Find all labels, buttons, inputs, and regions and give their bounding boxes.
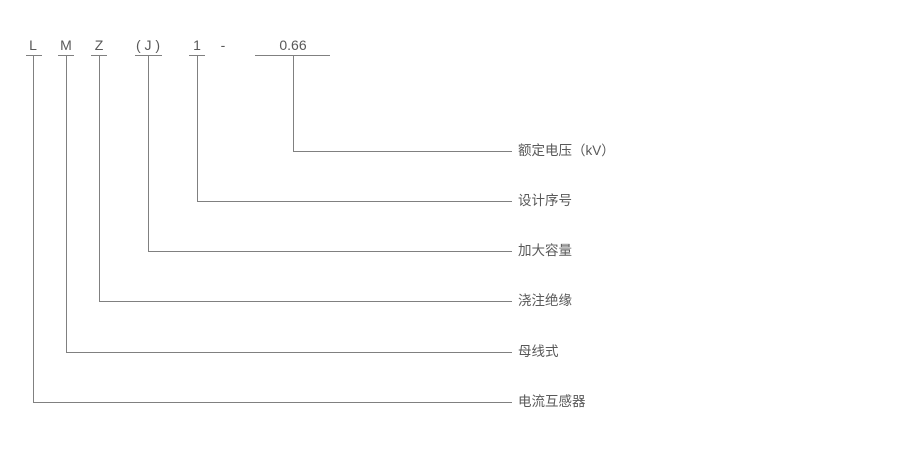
branch-label-design-serial: 设计序号: [518, 193, 572, 208]
connector-hline-Z: [99, 301, 512, 302]
branch-label-busbar-type: 母线式: [518, 344, 559, 359]
connector-hline-J: [148, 251, 512, 252]
code-char-Z: Z: [94, 37, 104, 53]
code-separator-dash: -: [220, 37, 226, 53]
connector-hline-M: [66, 352, 512, 353]
branch-label-rated-voltage: 额定电压（kV）: [518, 143, 615, 158]
branch-label-current-transformer: 电流互感器: [518, 394, 586, 409]
code-underline-L: [26, 55, 42, 56]
code-char-voltage: 0.66: [279, 37, 307, 53]
code-underline-voltage: [255, 55, 330, 56]
connector-vline-voltage: [293, 56, 294, 151]
code-underline-Z: [91, 55, 107, 56]
code-char-L: L: [29, 37, 37, 53]
connector-hline-voltage: [293, 151, 512, 152]
connector-vline-L: [33, 56, 34, 402]
code-underline-M: [58, 55, 74, 56]
code-underline-J: [135, 55, 162, 56]
connector-hline-L: [33, 402, 512, 403]
connector-vline-J: [148, 56, 149, 251]
connector-hline-1: [197, 201, 512, 202]
branch-label-enlarged-capacity: 加大容量: [518, 243, 572, 258]
connector-vline-Z: [99, 56, 100, 301]
connector-vline-M: [66, 56, 67, 352]
code-char-M: M: [60, 37, 72, 53]
connector-vline-1: [197, 56, 198, 201]
branch-label-cast-insulation: 浇注绝缘: [518, 293, 572, 308]
code-char-J: ( J ): [135, 37, 161, 53]
code-char-1: 1: [193, 37, 201, 53]
code-underline-1: [189, 55, 205, 56]
